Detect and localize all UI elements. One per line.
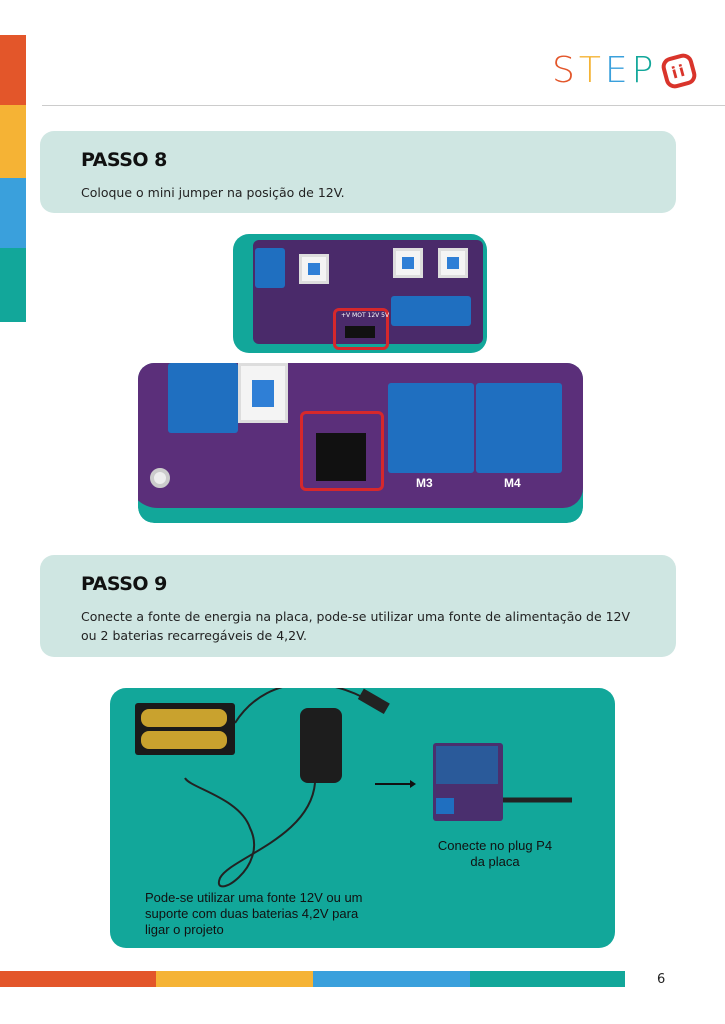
jumper-closeup-photo: +V MOT 12V 5V xyxy=(233,234,487,353)
m4-label: M4 xyxy=(504,476,521,490)
page-number: 6 xyxy=(657,972,666,987)
logo-badge-icon: ii xyxy=(659,50,699,91)
step-title: PASSO 9 xyxy=(81,573,167,595)
jumper-label: +V MOT 12V 5V xyxy=(341,312,390,319)
battery-holder-image xyxy=(135,703,235,755)
step-9-box: PASSO 9 Conecte a fonte de energia na pl… xyxy=(40,555,676,657)
step-8-box: PASSO 8 Coloque o mini jumper na posição… xyxy=(40,131,676,213)
footer-bar-orange xyxy=(0,971,156,987)
step-text: Coloque o mini jumper na posição de 12V. xyxy=(81,185,345,200)
header-divider xyxy=(42,105,725,106)
board-p4-image xyxy=(433,743,503,821)
footer-bar-teal xyxy=(470,971,625,987)
cable-drawing xyxy=(184,688,572,888)
caption-p4-plug: Conecte no plug P4 da placa xyxy=(437,838,553,869)
side-strip-yellow xyxy=(0,105,26,178)
step-title: PASSO 8 xyxy=(81,149,167,171)
step-text: Conecte a fonte de energia na placa, pod… xyxy=(81,609,631,643)
power-supply-figure: Pode-se utilizar uma fonte 12V ou um sup… xyxy=(110,688,615,948)
power-adapter-image xyxy=(300,708,342,783)
footer-bar-blue xyxy=(313,971,470,987)
footer-bar-yellow xyxy=(156,971,313,987)
caption-power-options: Pode-se utilizar uma fonte 12V ou um sup… xyxy=(145,890,363,937)
side-strip-blue xyxy=(0,178,26,248)
side-strip-orange xyxy=(0,35,26,105)
m3-label: M3 xyxy=(416,476,433,490)
jumper-board-photo: M3 M4 xyxy=(138,363,583,523)
side-strip-teal xyxy=(0,248,26,322)
